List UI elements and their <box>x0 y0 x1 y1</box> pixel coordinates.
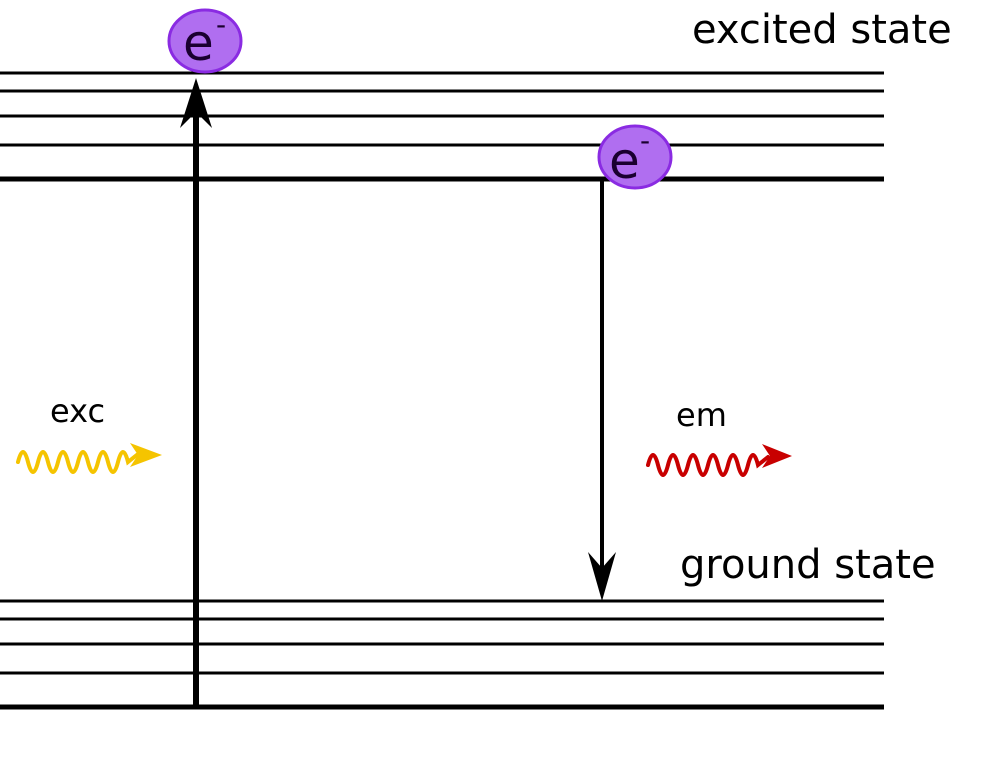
excitation-wave <box>16 450 140 474</box>
emission-arrow <box>588 179 616 601</box>
emission-label: em <box>676 396 727 434</box>
electron-circle <box>597 124 673 190</box>
electron-charge: - <box>216 8 226 41</box>
ground-state-levels <box>0 599 884 710</box>
electron-excited-top: e - <box>167 8 243 74</box>
excitation-label: exc <box>50 392 105 430</box>
excitation-arrow-head <box>180 78 212 128</box>
emission-photon-icon <box>646 444 792 477</box>
excited-state-levels <box>0 71 884 182</box>
ground-state-label: ground state <box>680 542 936 588</box>
electron-excited-relaxed: e - <box>597 124 673 190</box>
excited-state-label: excited state <box>692 7 952 53</box>
electron-charge: - <box>640 124 650 157</box>
excitation-photon-icon <box>16 443 162 474</box>
electron-symbol: e <box>183 14 214 72</box>
emission-wave-head <box>762 444 792 468</box>
electron-symbol: e <box>609 132 640 190</box>
emission-wave <box>646 453 770 477</box>
excitation-arrow <box>180 78 212 707</box>
emission-arrow-head <box>588 552 616 601</box>
excitation-wave-head <box>130 443 162 467</box>
electron-circle <box>167 8 243 74</box>
